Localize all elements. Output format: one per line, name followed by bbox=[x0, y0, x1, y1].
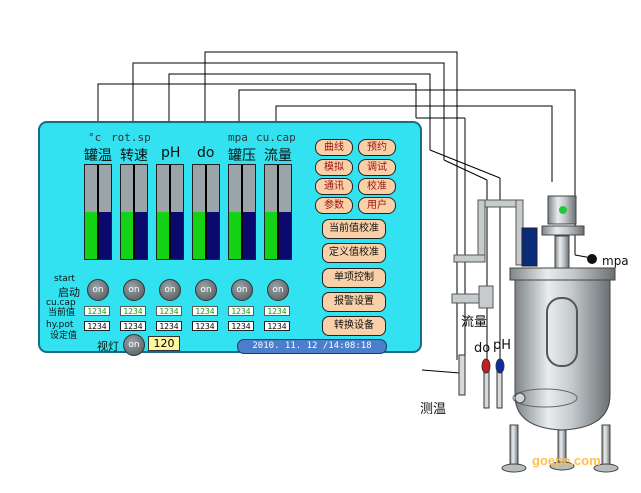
level-gauge bbox=[264, 164, 292, 260]
channel-unit-label: rot.sp bbox=[111, 131, 151, 144]
start-button[interactable]: on bbox=[87, 279, 109, 301]
level-gauge bbox=[84, 164, 112, 260]
level-gauge bbox=[192, 164, 220, 260]
control-panel: °c rot.sp mpa cu.cap 罐温 转速 pH do 罐压 流量 s… bbox=[38, 121, 422, 356]
signal-wires bbox=[97, 51, 593, 374]
probes bbox=[458, 354, 505, 409]
flow-label: 流量 bbox=[461, 315, 488, 330]
channel-name: pH bbox=[161, 145, 181, 161]
curve-button[interactable]: 曲线 bbox=[315, 139, 353, 156]
start-button[interactable]: on bbox=[231, 279, 253, 301]
level-gauge bbox=[156, 164, 184, 260]
channel-name: 罐温 bbox=[84, 148, 112, 164]
channel-name: 罐压 bbox=[228, 148, 256, 164]
alarm-settings-button[interactable]: 报警设置 bbox=[322, 292, 386, 312]
user-button[interactable]: 用户 bbox=[358, 197, 396, 214]
start-label-zh: 启动 bbox=[58, 286, 80, 299]
start-button[interactable]: on bbox=[267, 279, 289, 301]
setpoint-input[interactable]: 1234 bbox=[156, 321, 182, 331]
current-value: 1234 bbox=[84, 306, 110, 316]
debug-button[interactable]: 调试 bbox=[358, 159, 396, 176]
lamp-button[interactable]: on bbox=[123, 334, 145, 356]
channel-name: 流量 bbox=[264, 148, 292, 164]
setpoint-label-zh: 设定值 bbox=[50, 331, 78, 341]
start-button[interactable]: on bbox=[123, 279, 145, 301]
vessel bbox=[501, 195, 619, 473]
channel-name: do bbox=[197, 145, 215, 161]
current-value: 1234 bbox=[192, 306, 218, 316]
define-calibration-button[interactable]: 定义值校准 bbox=[322, 243, 386, 263]
setpoint-input[interactable]: 1234 bbox=[228, 321, 254, 331]
current-calibration-button[interactable]: 当前值校准 bbox=[322, 219, 386, 239]
current-value: 1234 bbox=[264, 306, 290, 316]
start-button[interactable]: on bbox=[159, 279, 181, 301]
do-label: do bbox=[474, 341, 491, 356]
current-value: 1234 bbox=[228, 306, 254, 316]
temp-probe-label: 测温 bbox=[420, 402, 447, 417]
setpoint-input[interactable]: 1234 bbox=[192, 321, 218, 331]
setpoint-input[interactable]: 1234 bbox=[264, 321, 290, 331]
channel-unit-label: mpa bbox=[228, 131, 248, 144]
schedule-button[interactable]: 预约 bbox=[358, 139, 396, 156]
setpoint-input[interactable]: 1234 bbox=[120, 321, 146, 331]
channel-unit-label: cu.cap bbox=[256, 131, 296, 144]
level-gauge bbox=[120, 164, 148, 260]
params-button[interactable]: 参数 bbox=[315, 197, 353, 214]
brand-watermark: goepe.com bbox=[532, 453, 601, 468]
lamp-label: 视灯 bbox=[97, 340, 119, 353]
channel-unit-label: °c bbox=[88, 131, 102, 144]
current-value: 1234 bbox=[156, 306, 182, 316]
single-control-button[interactable]: 单项控制 bbox=[322, 268, 386, 288]
lamp-value[interactable]: 120 bbox=[148, 336, 180, 351]
current-label-zh: 当前值 bbox=[48, 308, 76, 318]
level-gauge bbox=[228, 164, 256, 260]
inlet-pipe bbox=[451, 199, 524, 309]
comm-button[interactable]: 通讯 bbox=[315, 178, 353, 195]
switch-device-button[interactable]: 转换设备 bbox=[322, 316, 386, 336]
setpoint-label-en: hy.pot bbox=[46, 320, 74, 330]
start-label-en: start bbox=[54, 274, 75, 284]
current-value: 1234 bbox=[120, 306, 146, 316]
start-button[interactable]: on bbox=[195, 279, 217, 301]
channel-name: 转速 bbox=[120, 148, 148, 164]
pressure-label: mpa bbox=[602, 254, 629, 268]
datetime-display: 2010. 11. 12 /14:08:18 bbox=[237, 339, 387, 354]
setpoint-input[interactable]: 1234 bbox=[84, 321, 110, 331]
simulate-button[interactable]: 模拟 bbox=[315, 159, 353, 176]
calibrate-button[interactable]: 校准 bbox=[358, 178, 396, 195]
ph-label: pH bbox=[493, 338, 512, 353]
current-label-en: cu.cap bbox=[46, 298, 76, 308]
